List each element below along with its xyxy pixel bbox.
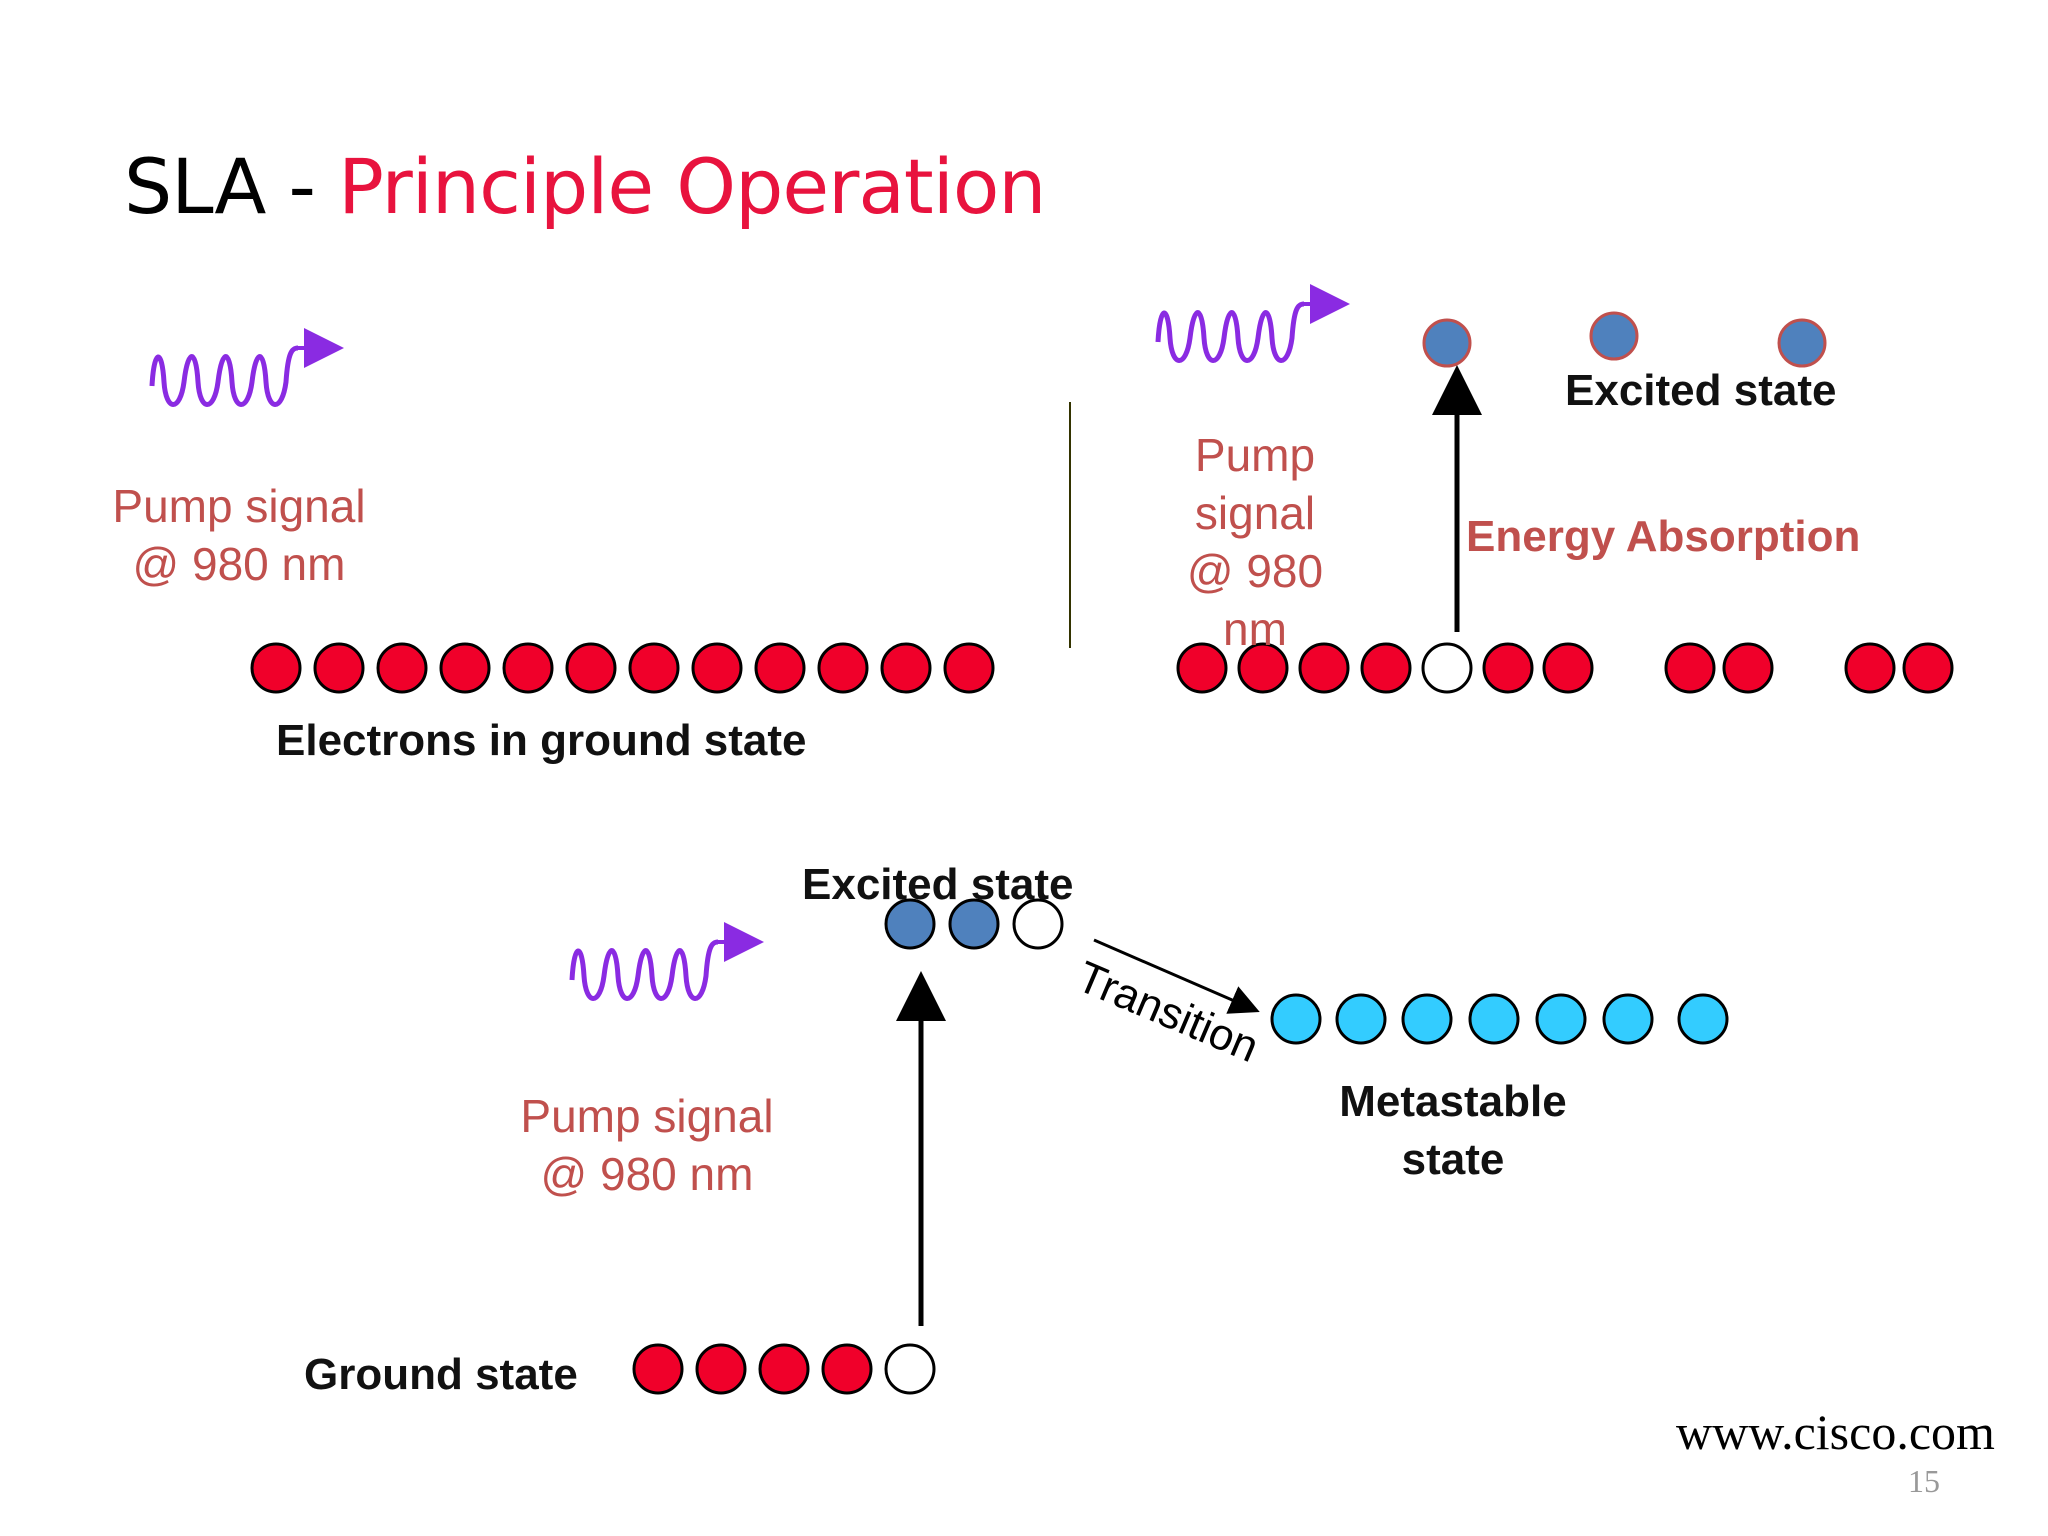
ground-electron (758, 1343, 810, 1395)
metastable-electron (1335, 993, 1387, 1045)
metastable-electron (1535, 993, 1587, 1045)
bottom-ground-label: Ground state (304, 1350, 578, 1399)
ground-electron (313, 642, 365, 694)
ground-electron (691, 642, 743, 694)
bottom-excited-label: Excited state (802, 860, 1074, 909)
pump-wave-icon (149, 328, 344, 407)
ground-electron (1722, 642, 1774, 694)
right-pump-line2: signal (1194, 487, 1316, 539)
metastable-electron (1677, 993, 1729, 1045)
ground-electron (943, 642, 995, 694)
metastable-line1: Metastable (1339, 1077, 1567, 1126)
electron-hole (1421, 642, 1473, 694)
ground-electron (1542, 642, 1594, 694)
page-number: 15 (1908, 1463, 1940, 1499)
ground-electron (1360, 642, 1412, 694)
excited-electron (884, 898, 936, 950)
left-ground-label: Electrons in ground state (276, 716, 807, 765)
ground-electron (817, 642, 869, 694)
ground-electron (880, 642, 932, 694)
energy-absorption-label: Energy Absorption (1466, 512, 1861, 561)
footer-url: www.cisco.com (1676, 1404, 1995, 1460)
pump-wave-path (1155, 301, 1305, 363)
bottom-ground-electrons (632, 1343, 936, 1395)
ground-electron (502, 642, 554, 694)
bottom-pump-line2: @ 980 nm (540, 1148, 754, 1200)
ground-electron (1844, 642, 1896, 694)
ground-electron (821, 1343, 873, 1395)
bottom-metastable-electrons (1270, 993, 1729, 1045)
left-pump-line1: Pump signal (112, 480, 366, 532)
excited-electron (948, 898, 1000, 950)
ground-electron (754, 642, 806, 694)
title-highlight: Principle Operation (338, 142, 1046, 231)
ground-electron (632, 1343, 684, 1395)
ground-electron (1298, 642, 1350, 694)
pump-wave-icon (1155, 284, 1350, 363)
ground-electron (628, 642, 680, 694)
ground-electron (695, 1343, 747, 1395)
metastable-line2: state (1401, 1135, 1505, 1184)
pump-wave-path (149, 345, 299, 407)
ground-electron (1902, 642, 1954, 694)
left-pump-label: Pump signal @ 980 nm (104, 477, 374, 593)
bottom-excited-electrons (884, 898, 1064, 950)
right-ground-electrons (1176, 642, 1954, 694)
transition-label: Transition (1070, 952, 1265, 1072)
excited-electron (1422, 318, 1472, 368)
title-prefix: SLA - (124, 142, 339, 231)
right-pump-line1: Pump (1194, 429, 1316, 481)
metastable-electron (1270, 993, 1322, 1045)
left-ground-electrons (250, 642, 995, 694)
right-excited-label: Excited state (1565, 366, 1837, 415)
right-pump-line4: nm (1223, 603, 1287, 655)
metastable-electron (1468, 993, 1520, 1045)
ground-electron (1237, 642, 1289, 694)
right-pump-line3: @ 980 (1186, 545, 1324, 597)
metastable-electron (1602, 993, 1654, 1045)
metastable-electron (1401, 993, 1453, 1045)
left-pump-line2: @ 980 nm (132, 538, 346, 590)
excited-electron (1777, 318, 1827, 368)
ground-electron (1176, 642, 1228, 694)
metastable-label: Metastable state (1316, 1073, 1590, 1189)
right-excited-electrons (1422, 311, 1827, 368)
ground-electron (565, 642, 617, 694)
slide-title: SLA - Principle Operation (124, 142, 1046, 231)
excited-electron (1589, 311, 1639, 361)
ground-electron (1664, 642, 1716, 694)
electron-hole (1012, 898, 1064, 950)
ground-electron (250, 642, 302, 694)
pump-wave-icon (569, 922, 764, 1001)
right-pump-label: Pump signal @ 980 nm (1170, 426, 1340, 658)
bottom-pump-line1: Pump signal (520, 1090, 774, 1142)
electron-hole (884, 1343, 936, 1395)
bottom-pump-label: Pump signal @ 980 nm (508, 1087, 786, 1203)
ground-electron (1482, 642, 1534, 694)
ground-electron (376, 642, 428, 694)
transition-arrow (1093, 938, 1260, 1014)
ground-electron (439, 642, 491, 694)
pump-wave-path (569, 939, 719, 1001)
